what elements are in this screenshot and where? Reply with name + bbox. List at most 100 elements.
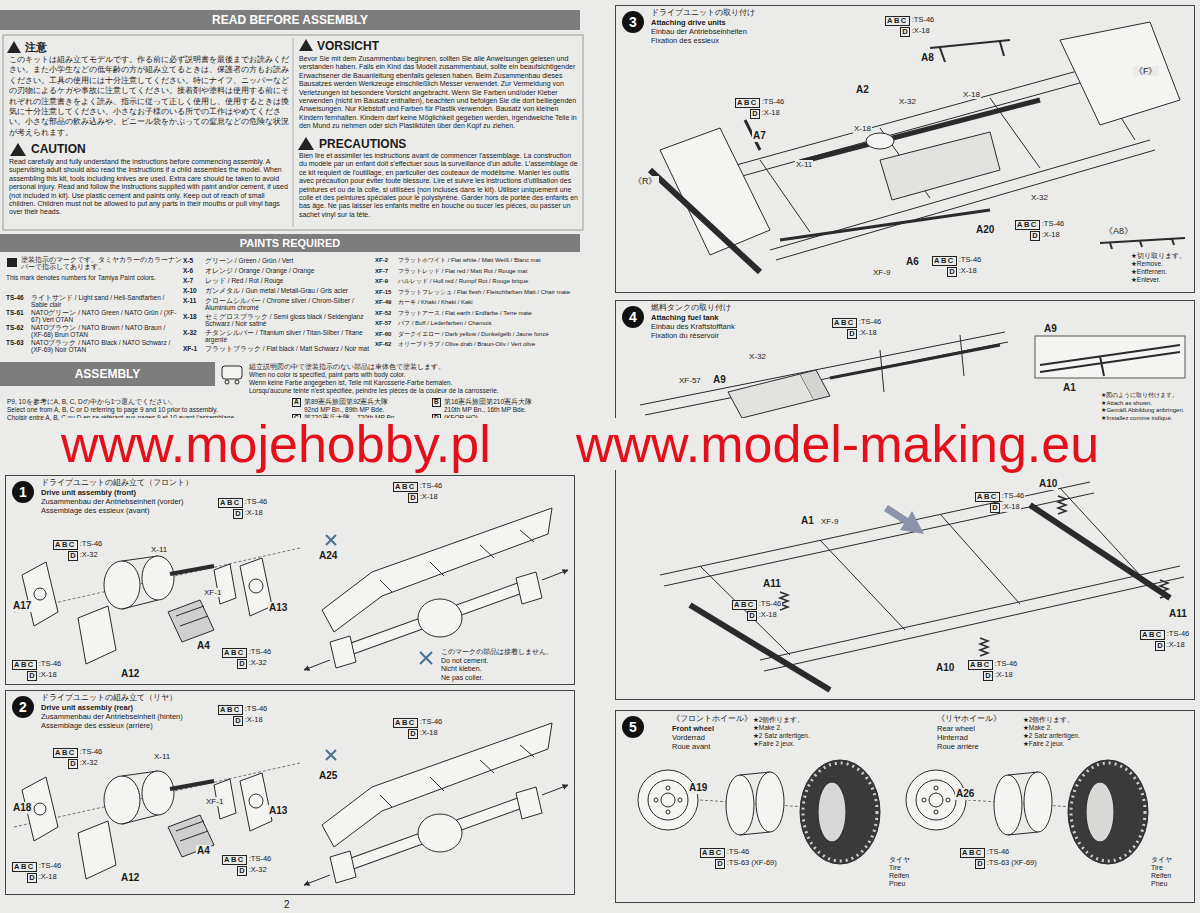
version-letters: ABC: [222, 855, 247, 865]
chassis-illustration: [700, 488, 1140, 655]
axle-illustration: [22, 562, 58, 626]
step-title: Fixation des essieux: [650, 37, 720, 45]
detail-inset: [1035, 336, 1185, 378]
note-text: Reifen: [1150, 872, 1172, 880]
paint-code: X-18: [962, 90, 981, 99]
version-letters: ABC: [735, 98, 760, 108]
note-text: ★Remove.: [1130, 260, 1164, 267]
paint-code: :TS-46: [858, 318, 883, 327]
paint-code: :TS-46: [1041, 220, 1066, 229]
version-letters: D: [750, 109, 759, 119]
part-number: A4: [196, 845, 211, 857]
paint-code: :TS-46: [419, 482, 444, 491]
version-name: 第16憲兵旅団第210憲兵大隊: [443, 398, 533, 405]
paint-code: XF-15: [374, 289, 392, 296]
axle-illustration: [78, 606, 116, 664]
step-number-circle: 5: [622, 716, 644, 738]
paint-code: X-32: [1030, 193, 1049, 202]
part-number: A1: [1062, 382, 1077, 394]
version-letters: ABC: [700, 848, 725, 858]
step-title: Drive unit assembly (rear): [40, 704, 134, 712]
note-text: Reifen: [888, 872, 910, 880]
detail-inset: [1035, 336, 1185, 378]
part-number: A4: [196, 640, 211, 652]
paint-code: :TS-63 (XF-69): [726, 859, 778, 868]
note-text: ★2 Satz anfertigen.: [1022, 732, 1081, 739]
axle-illustration: [14, 508, 568, 670]
view-mark: 《R》: [632, 176, 659, 186]
version-letters: ABC: [53, 748, 78, 758]
note-text: Pneu: [888, 880, 906, 888]
part-detail: [1100, 238, 1185, 249]
chassis-illustration: [760, 68, 1135, 232]
step-number-circle: 4: [622, 306, 644, 328]
paint-code: :TS-46: [911, 16, 936, 25]
paint-name: レッド / Red / Rot / Rouge: [204, 277, 374, 284]
note-text: このマークの部品は接着しません。: [440, 648, 554, 656]
wheel-illustration: [666, 786, 670, 790]
chassis-illustration: [780, 210, 990, 240]
body-color-icon: [225, 380, 229, 384]
step-title: Vorderrad: [671, 734, 706, 742]
paint-code: TS-62: [5, 324, 25, 331]
note-text: ★Faire 2 jeux.: [1022, 740, 1066, 747]
axle-illustration: [326, 535, 336, 545]
paint-name: ガンメタル / Gun metal / Metall-Grau / Gris a…: [204, 287, 374, 294]
caution-heading: PRECAUTIONS: [318, 138, 407, 152]
part-number: A2: [855, 84, 870, 96]
column-divider: [293, 38, 294, 227]
part-number: A26: [955, 788, 975, 800]
paint-code: :X-18: [858, 329, 878, 338]
paint-name: バフ / Buff / Lederfarben / Chamois: [397, 320, 493, 327]
note-text: タイヤ: [1150, 856, 1173, 864]
version-letters: ABC: [732, 600, 757, 610]
version-letters: D: [990, 503, 999, 513]
paint-name: フラットホワイト / Flat white / Matt Weiß / Blan…: [397, 257, 542, 264]
paint-name: チタンシルバー / Titanium silver / Titan-Silber…: [204, 329, 374, 344]
paint-code: X-18: [853, 124, 872, 133]
paint-code: :TS-46: [726, 848, 751, 857]
version-letters: ABC: [222, 648, 247, 658]
note-text: Nicht kleben.: [440, 665, 482, 673]
paint-code: :X-18: [419, 729, 439, 738]
wheel-illustration: [666, 810, 670, 814]
chassis-top-illustration: [728, 374, 814, 418]
wheel-illustration: [648, 780, 688, 820]
chassis-illustration: [1060, 22, 1180, 125]
step-title: Roue arrière: [936, 743, 980, 751]
paint-code: :TS-46: [1166, 630, 1191, 639]
caution-heading: 注意: [24, 41, 48, 54]
version-letters: ABC: [12, 862, 37, 872]
body-color-icon: [222, 366, 242, 384]
step-number: 3: [629, 15, 637, 29]
paint-code: :TS-46: [244, 705, 269, 714]
part-number: A9: [712, 374, 727, 386]
part-number: A19: [688, 782, 708, 794]
version-letters: D: [27, 671, 36, 681]
paint-code: :TS-46: [248, 648, 273, 657]
paint-code: :X-18: [419, 493, 439, 502]
paint-code: :X-18: [38, 671, 58, 680]
paint-code: :TS-46: [758, 600, 783, 609]
paint-code: X-32: [182, 329, 198, 336]
chassis-illustration: [660, 482, 1094, 586]
note-text: ★2 Satz anfertigen.: [752, 732, 811, 739]
paint-mark: [7, 258, 17, 267]
view-mark: 《A8》: [1103, 226, 1134, 236]
paint-code: :X-32: [248, 659, 268, 668]
paint-code: X-10: [182, 287, 198, 294]
paint-code: X-6: [182, 267, 194, 274]
part-number: A13: [268, 602, 288, 614]
axle-illustration: [380, 530, 534, 592]
part-detail: [1100, 238, 1185, 249]
note-text: Lorsqu'aucune teinte n'est spécifiée, pe…: [248, 387, 500, 394]
step-title: Einbau des Kraftstofftank: [650, 323, 736, 331]
paint-name: セミグロスブラック / Semi gloss black / Seidengla…: [204, 313, 374, 328]
step-number: 5: [629, 720, 637, 734]
chassis-illustration: [1030, 505, 1170, 598]
part-number: A25: [318, 770, 338, 782]
chassis-illustration: [930, 40, 1010, 62]
step-title: ドライブユニットの組み立て（フロント）: [40, 479, 194, 488]
axle-illustration: [304, 660, 330, 670]
chassis-illustration: [880, 132, 1000, 200]
